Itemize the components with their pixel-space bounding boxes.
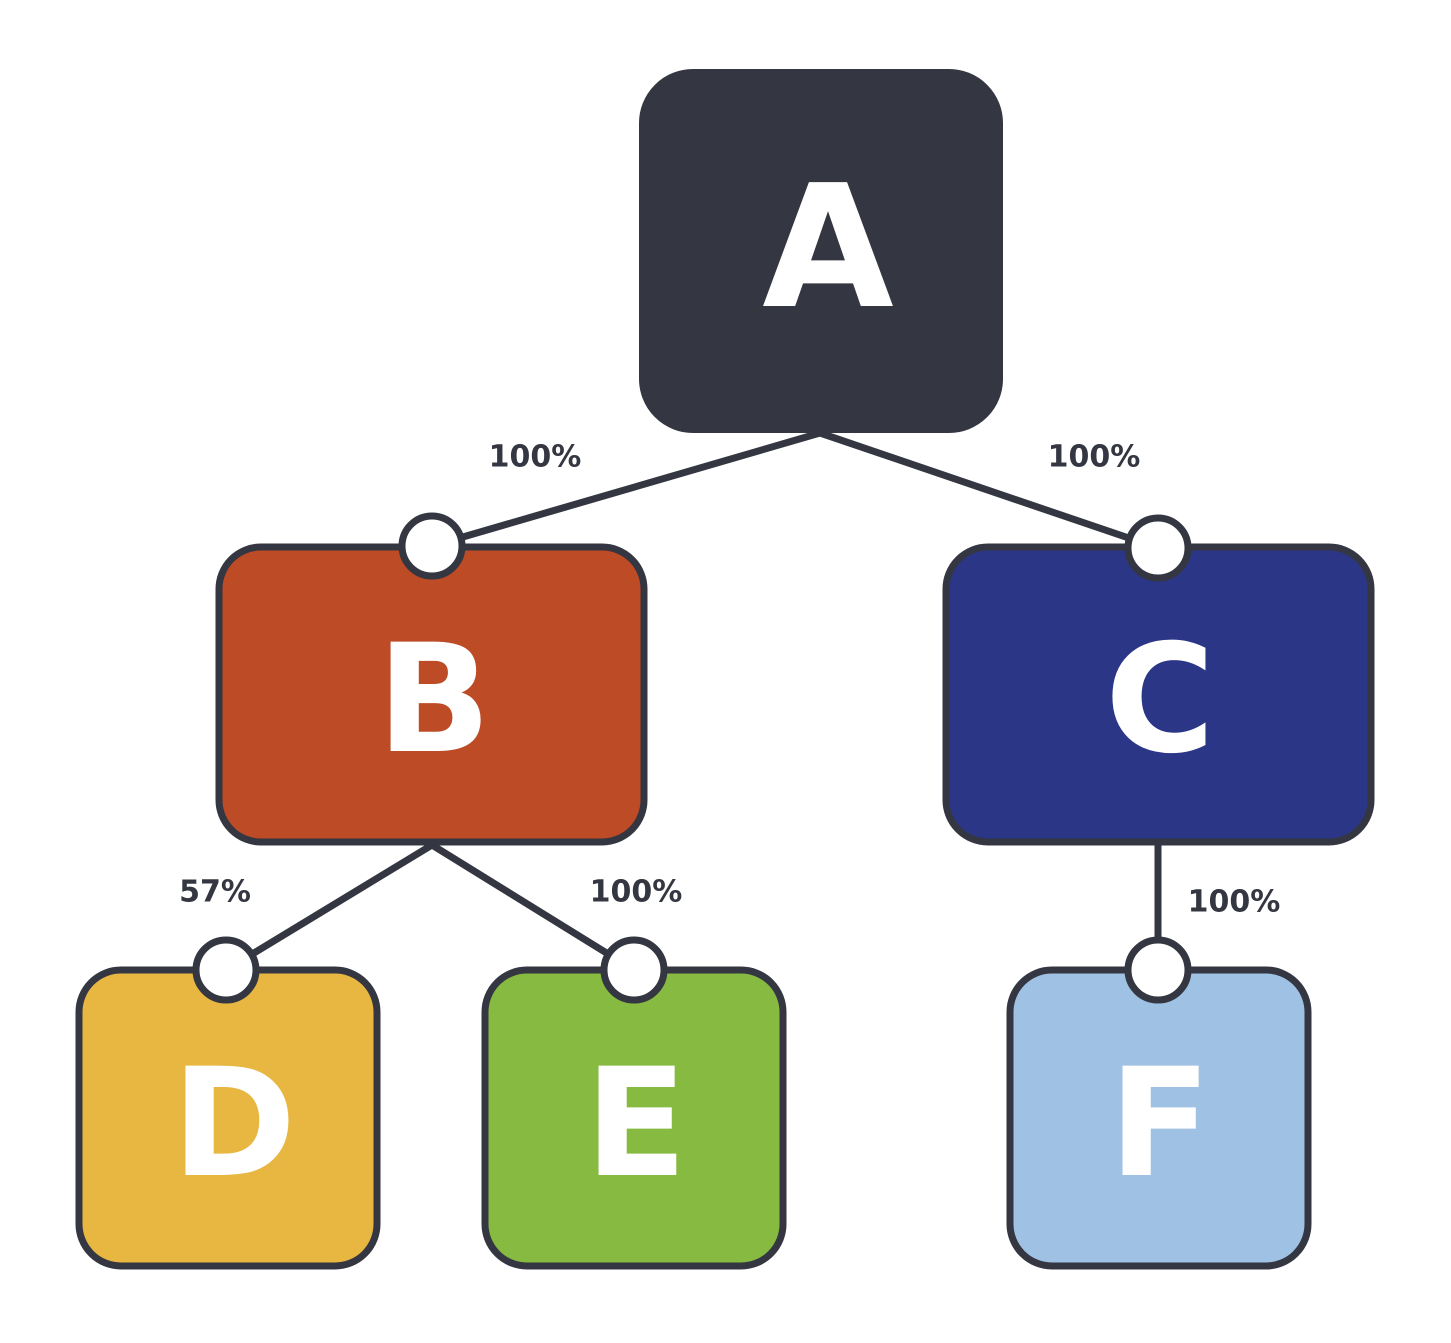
node-b: B [215,543,648,846]
edge-label-b-d: 57% [179,875,251,910]
connector-line [428,429,824,550]
port-b [398,512,466,580]
node-d: D [75,966,381,1270]
node-label: A [762,149,894,347]
connector-line [816,429,1162,552]
node-c: C [942,543,1375,846]
node-label: D [172,1037,297,1211]
edge-label-a-c: 100% [1048,440,1141,475]
edge-label-a-b: 100% [489,440,582,475]
node-label: C [1105,613,1215,787]
edge-b-d [222,841,436,974]
port-f [1124,936,1192,1004]
node-label: E [585,1037,687,1211]
edge-label-b-e: 100% [590,875,683,910]
node-box [639,69,1003,433]
edge-a-c [816,429,1162,552]
node-label: F [1109,1037,1211,1211]
connector-line [222,841,436,974]
edge-b-e [428,841,638,974]
port-c [1124,514,1192,582]
node-f: F [1006,966,1312,1270]
node-e: E [481,966,787,1270]
node-a: A [639,69,1003,433]
port-d [192,936,260,1004]
node-label: B [377,613,491,787]
connector-line [428,841,638,974]
edge-label-c-f: 100% [1188,885,1281,920]
edge-a-b [428,429,824,550]
port-e [600,936,668,1004]
